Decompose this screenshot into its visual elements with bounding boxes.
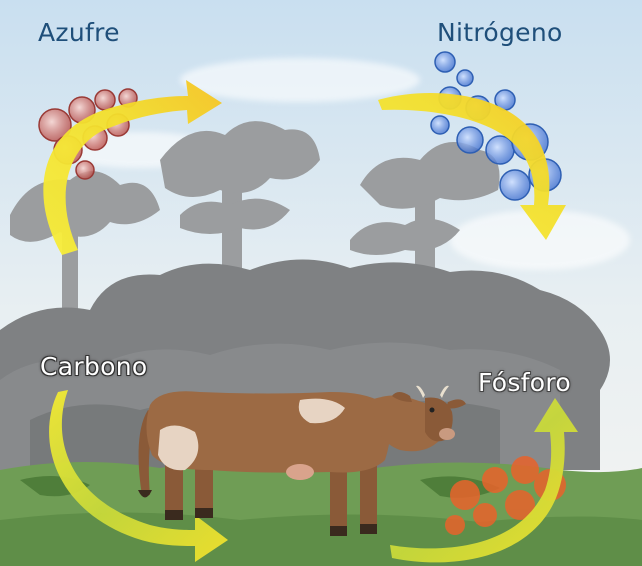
label-carbono: Carbono <box>40 352 147 381</box>
label-nitrogeno: Nitrógeno <box>437 18 563 47</box>
label-azufre: Azufre <box>38 18 120 47</box>
label-fosforo: Fósforo <box>478 368 571 397</box>
